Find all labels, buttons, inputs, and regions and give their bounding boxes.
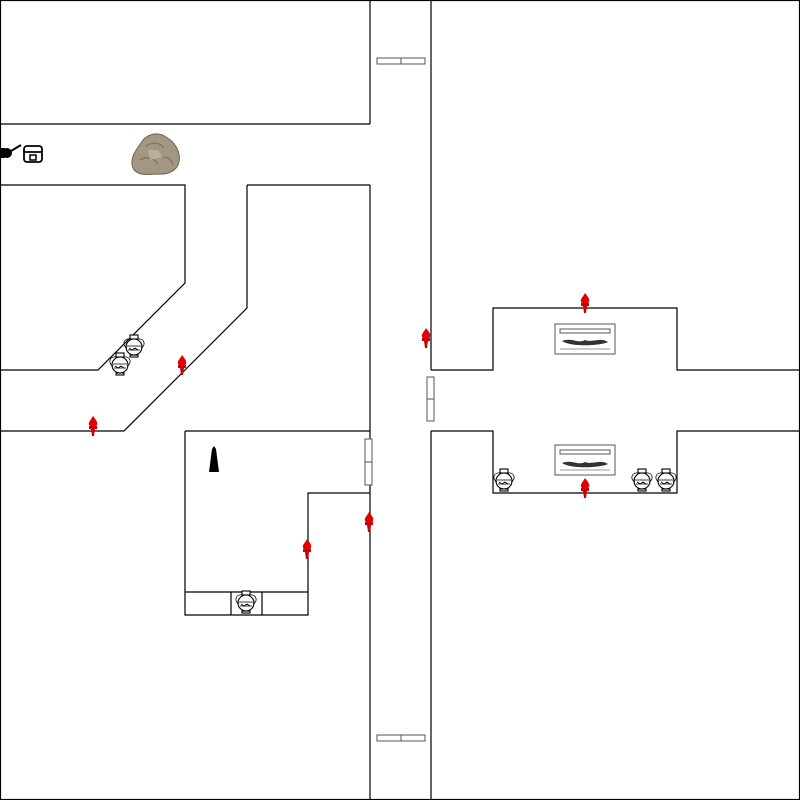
torch-icon bbox=[88, 416, 98, 436]
urn-icon bbox=[493, 468, 515, 492]
door-icon bbox=[376, 734, 426, 742]
key-icon bbox=[0, 144, 22, 158]
boulder-icon bbox=[131, 133, 180, 175]
torch-icon bbox=[580, 478, 590, 498]
obelisk-icon bbox=[209, 446, 219, 472]
treasure-chest-icon bbox=[23, 145, 43, 163]
torch-icon bbox=[421, 328, 431, 348]
sarcophagus-icon bbox=[554, 444, 616, 476]
door-icon bbox=[364, 438, 373, 486]
torch-icon bbox=[364, 512, 374, 532]
urn-icon bbox=[655, 468, 677, 492]
door-icon bbox=[376, 57, 426, 65]
urn-icon bbox=[235, 590, 257, 614]
urn-icon bbox=[631, 468, 653, 492]
torches bbox=[88, 293, 590, 559]
torch-icon bbox=[580, 293, 590, 313]
doors bbox=[364, 57, 435, 742]
urn-icon bbox=[123, 334, 145, 358]
urn-icon bbox=[109, 352, 131, 376]
torch-icon bbox=[177, 355, 187, 375]
torch-icon bbox=[302, 539, 312, 559]
door-icon bbox=[426, 376, 435, 422]
sarcophagus-icon bbox=[554, 323, 616, 355]
